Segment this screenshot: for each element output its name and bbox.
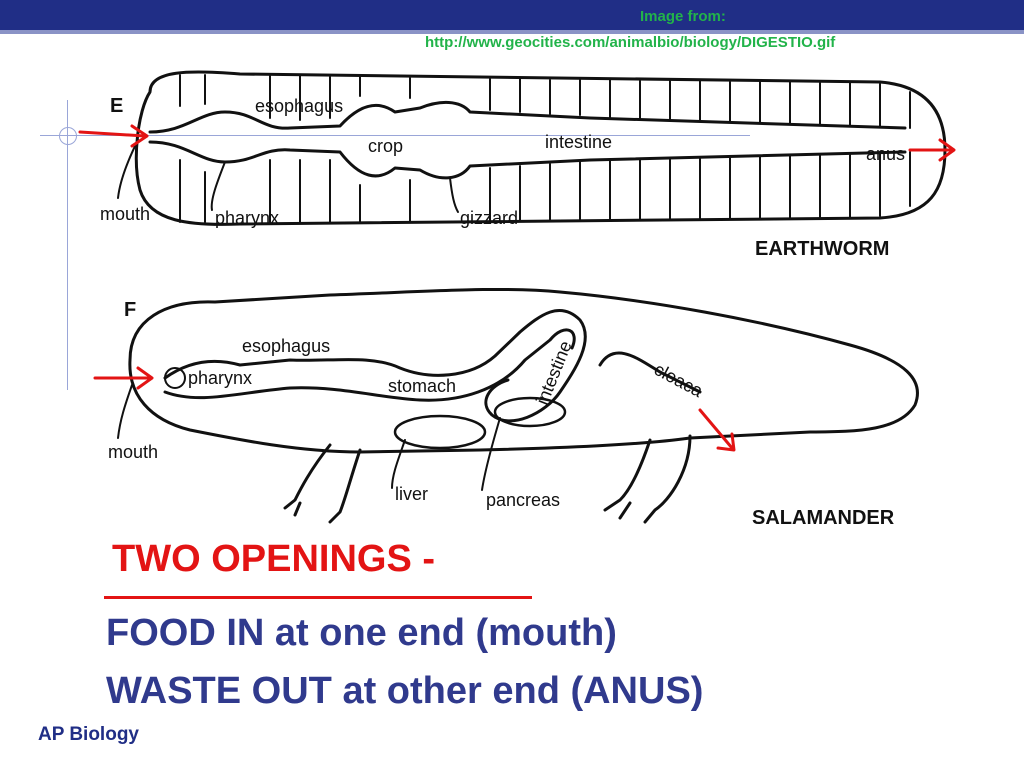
salamander-pancreas-pointer [481, 417, 501, 491]
earthworm-label-mouth: mouth [100, 204, 150, 224]
earthworm-waste-out-arrow [908, 138, 956, 162]
salamander-waste-out-arrow [698, 408, 736, 452]
two-openings-heading-text: TWO OPENINGS [112, 538, 412, 580]
earthworm-label-pharynx: pharynx [215, 208, 279, 228]
salamander-label-esophagus: esophagus [242, 336, 330, 356]
header-underline [0, 30, 1024, 34]
heading-underline [104, 596, 532, 599]
earthworm-body-outline [134, 70, 947, 226]
earthworm-arrows [78, 124, 956, 162]
salamander-drawing [117, 287, 919, 524]
salamander-front-leg [283, 443, 362, 524]
earthworm-panel-letter: E [110, 95, 123, 117]
salamander-mouth-pointer [117, 384, 133, 439]
image-credit-label: Image from: [640, 8, 726, 25]
earthworm-label-gizzard: gizzard [460, 208, 518, 228]
two-openings-heading-dash: - [422, 538, 436, 580]
salamander-liver-shape [393, 414, 487, 450]
image-credit-url: http://www.geocities.com/animalbio/biolo… [425, 34, 836, 51]
salamander-label-liver: liver [395, 484, 428, 504]
header-bar [0, 0, 1024, 30]
salamander-pancreas-shape [493, 396, 567, 428]
salamander-panel-letter: F [124, 299, 136, 321]
guide-line-vertical [67, 100, 68, 390]
earthworm-label-esophagus: esophagus [255, 96, 343, 116]
crosshair-icon [59, 127, 77, 145]
two-openings-heading: TWO OPENINGS - [112, 538, 435, 581]
earthworm-drawing [117, 70, 947, 226]
digestive-systems-diagram: E esophagus crop intestine anus mouth ph… [78, 70, 956, 529]
earthworm-label-intestine: intestine [545, 132, 612, 152]
salamander-back-leg [603, 434, 692, 524]
footer-label: AP Biology [38, 724, 139, 745]
salamander-label-pharynx: pharynx [188, 368, 252, 388]
food-in-line: FOOD IN at one end (mouth) [106, 612, 617, 654]
earthworm-gut-lower [148, 140, 907, 180]
earthworm-gut-upper [148, 101, 907, 134]
salamander-title: SALAMANDER [752, 507, 895, 529]
earthworm-segments [179, 74, 911, 223]
salamander-label-stomach: stomach [388, 376, 456, 396]
earthworm-title: EARTHWORM [755, 238, 889, 260]
salamander-pharynx-shape [164, 367, 186, 389]
earthworm-food-in-arrow [78, 124, 149, 148]
earthworm-label-anus: anus [866, 144, 905, 164]
salamander-body-outline [128, 287, 919, 454]
earthworm-gizzard-pointer [449, 177, 459, 213]
earthworm-label-crop: crop [368, 136, 403, 156]
salamander-label-cloaca: cloaca [651, 359, 707, 402]
waste-out-line: WASTE OUT at other end (ANUS) [106, 670, 704, 712]
guide-line-horizontal [40, 135, 750, 136]
salamander-label-pancreas: pancreas [486, 490, 560, 510]
earthworm-mouth-pointer [117, 139, 139, 199]
salamander-food-in-arrow [93, 366, 154, 390]
salamander-gut [163, 308, 702, 423]
salamander-arrows [93, 366, 736, 452]
earthworm-pharynx-pointer [210, 161, 226, 211]
salamander-label-mouth: mouth [108, 442, 158, 462]
salamander-liver-pointer [391, 439, 406, 489]
salamander-gut-inner [163, 328, 576, 402]
